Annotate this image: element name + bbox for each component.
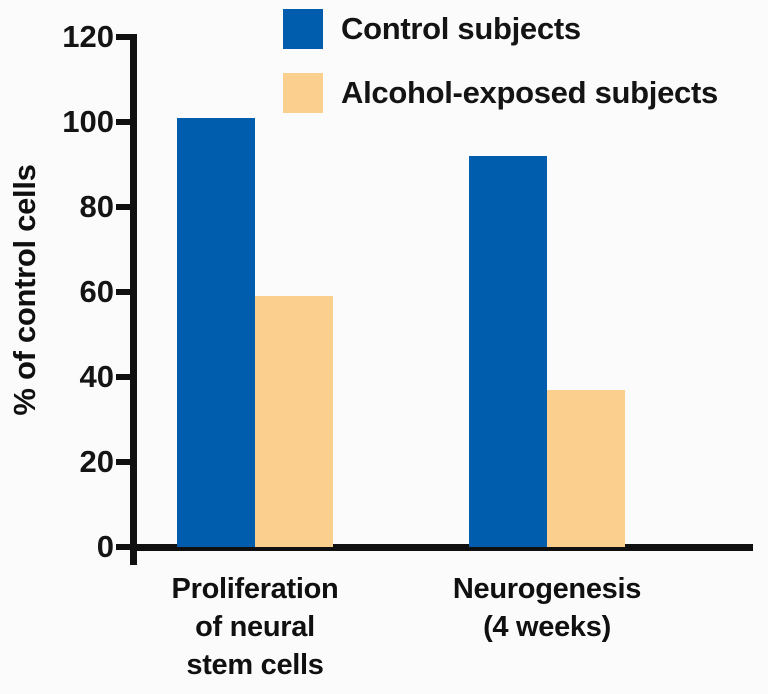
x-axis-line (130, 544, 753, 551)
legend-label-control: Control subjects (341, 11, 581, 46)
category-label-proliferation: Proliferation of neural stem cells (171, 573, 339, 681)
legend-swatch-control (283, 9, 323, 49)
y-tick-label-120: 120 (62, 19, 114, 54)
bar-control-subjects-neurogenesis (469, 156, 547, 547)
y-tick-label-80: 80 (79, 189, 114, 224)
legend: Control subjects Alcohol-exposed subject… (283, 9, 718, 137)
y-tick-mark-40 (116, 374, 131, 380)
y-tick-mark-120 (116, 34, 131, 40)
y-tick-label-100: 100 (62, 104, 114, 139)
y-tick-label-0: 0 (96, 529, 114, 564)
y-tick-label-60: 60 (79, 274, 114, 309)
y-axis-line (130, 34, 137, 565)
y-tick-mark-80 (116, 204, 131, 210)
bar-alcohol-exposed-subjects-proliferation (255, 296, 333, 547)
bar-control-subjects-proliferation (177, 118, 255, 547)
legend-item-alcohol: Alcohol-exposed subjects (283, 73, 718, 113)
y-tick-mark-0 (116, 544, 131, 550)
bar-alcohol-exposed-subjects-neurogenesis (547, 390, 625, 547)
legend-label-alcohol: Alcohol-exposed subjects (341, 75, 718, 110)
category-label-neurogenesis: Neurogenesis (4 weeks) (452, 573, 642, 643)
legend-item-control: Control subjects (283, 9, 718, 49)
legend-swatch-alcohol (283, 73, 323, 113)
y-tick-label-20: 20 (79, 444, 114, 479)
y-tick-mark-20 (116, 459, 131, 465)
y-tick-label-40: 40 (79, 359, 114, 394)
y-tick-mark-100 (116, 119, 131, 125)
y-tick-mark-60 (116, 289, 131, 295)
